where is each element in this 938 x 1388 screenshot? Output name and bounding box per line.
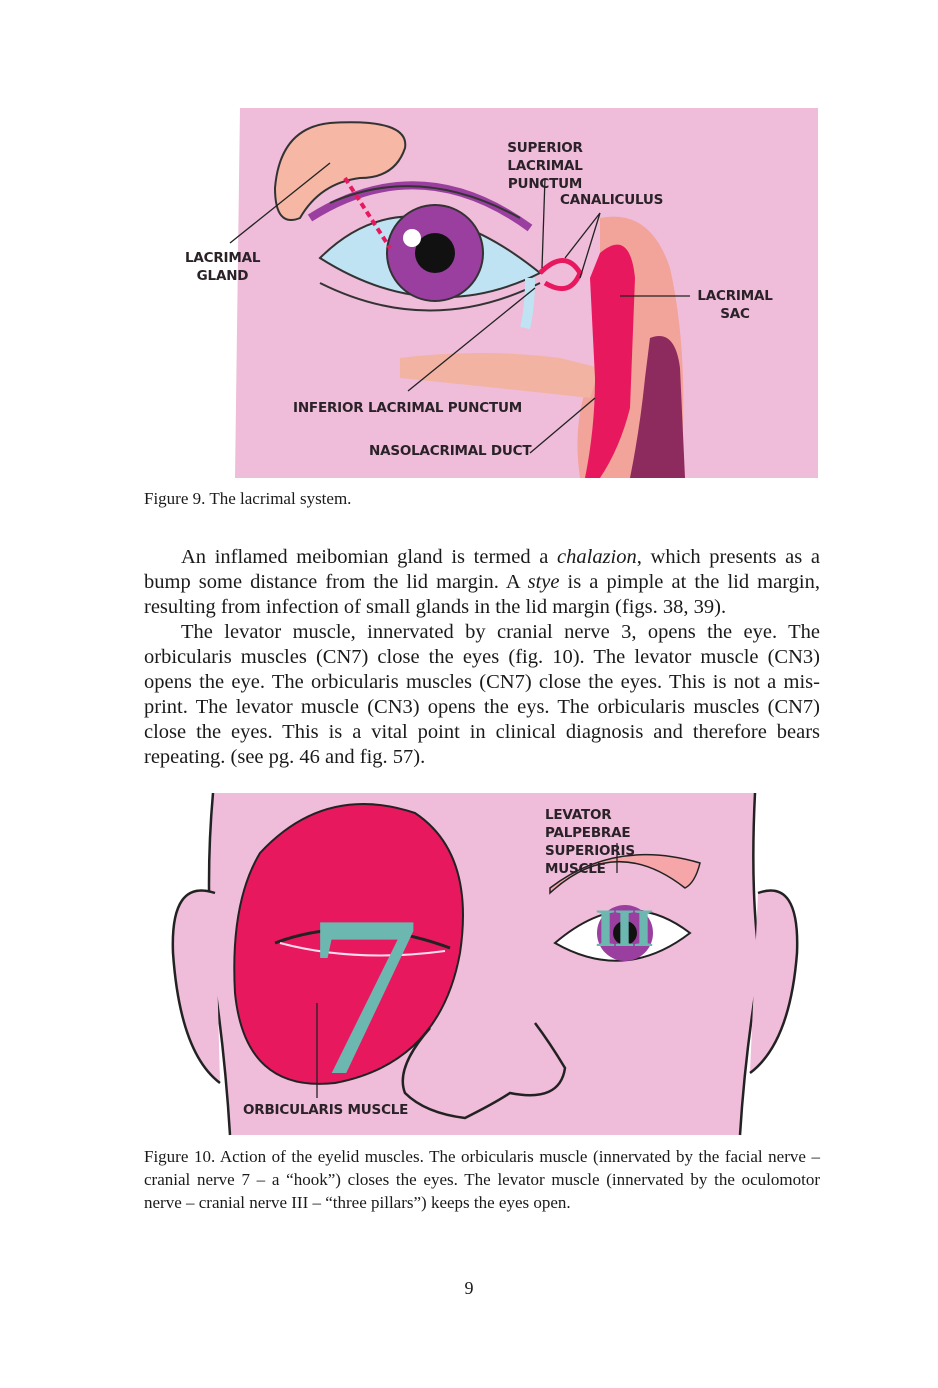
eyelid-muscles-illustration [171, 792, 799, 1136]
paragraph-levator: The levator muscle, innervated by crania… [144, 621, 820, 768]
label-superior-lacrimal-punctum: SUPERIOR LACRIMAL PUNCTUM [507, 140, 583, 192]
label-levator-palpebrae-superioris: LEVATOR PALPEBRAE SUPERIORIS MUSCLE [545, 807, 635, 877]
label-nasolacrimal-duct: NASOLACRIMAL DUCT [369, 443, 532, 459]
figure-9-lacrimal-system: SUPERIOR LACRIMAL PUNCTUM CANALICULUS LA… [180, 108, 820, 480]
numeral-seven-hook: 7 [305, 868, 420, 1123]
text: is a pimple at the lid margin, resulting… [144, 571, 820, 618]
paragraph-chalazion: An inflamed meibomian gland is termed a … [144, 545, 820, 620]
numeral-three-pillars: III [595, 898, 654, 958]
term-stye: stye [527, 571, 560, 593]
figure-10-caption: Figure 10. Action of the eyelid muscles.… [144, 1147, 820, 1212]
text: , which presents as a bump some distance… [144, 546, 820, 593]
label-orbicularis-muscle: ORBICULARIS MUSCLE [243, 1102, 409, 1118]
figure-10-eyelid-muscles: LEVATOR PALPEBRAE SUPERIORIS MUSCLE ORBI… [165, 792, 805, 1138]
label-canaliculus: CANALICULUS [560, 192, 664, 208]
figure-9-caption: Figure 9. The lacrimal system. [144, 489, 352, 508]
page-number: 9 [464, 1278, 474, 1298]
label-lacrimal-gland: LACRIMAL GLAND [185, 250, 261, 284]
text: An inflamed meibomian gland is termed a [181, 546, 558, 568]
term-chalazion: chalazion [557, 546, 637, 568]
label-lacrimal-sac: LACRIMAL SAC [697, 288, 773, 322]
body-text: An inflamed meibomian gland is termed a … [144, 545, 820, 770]
label-inferior-lacrimal-punctum: INFERIOR LACRIMAL PUNCTUM [293, 400, 522, 416]
lacrimal-system-illustration [180, 108, 818, 479]
